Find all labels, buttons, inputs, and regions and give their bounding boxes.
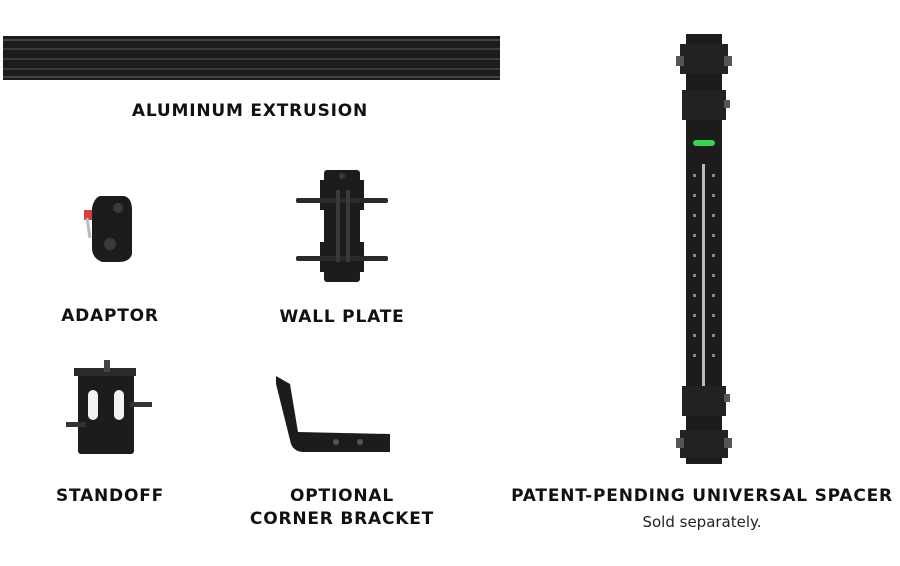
adaptor-label: ADAPTOR: [61, 306, 159, 326]
corner-bracket-label-line1: OPTIONAL: [290, 486, 394, 506]
standoff-label: STANDOFF: [55, 486, 165, 506]
wall-plate-label: WALL PLATE: [279, 307, 405, 327]
corner-bracket-image: [276, 376, 390, 452]
aluminum-extrusion-image: [3, 36, 500, 80]
standoff-image: [66, 360, 152, 454]
wall-plate-image: [296, 170, 388, 282]
corner-bracket-label-line2: CORNER BRACKET: [249, 509, 435, 529]
extrusion-label: ALUMINUM EXTRUSION: [131, 101, 369, 121]
universal-spacer-image: [676, 34, 732, 464]
adaptor-image: [84, 196, 132, 262]
universal-spacer-label: PATENT-PENDING UNIVERSAL SPACER: [511, 486, 893, 506]
sold-separately-note: Sold separately.: [642, 513, 762, 531]
